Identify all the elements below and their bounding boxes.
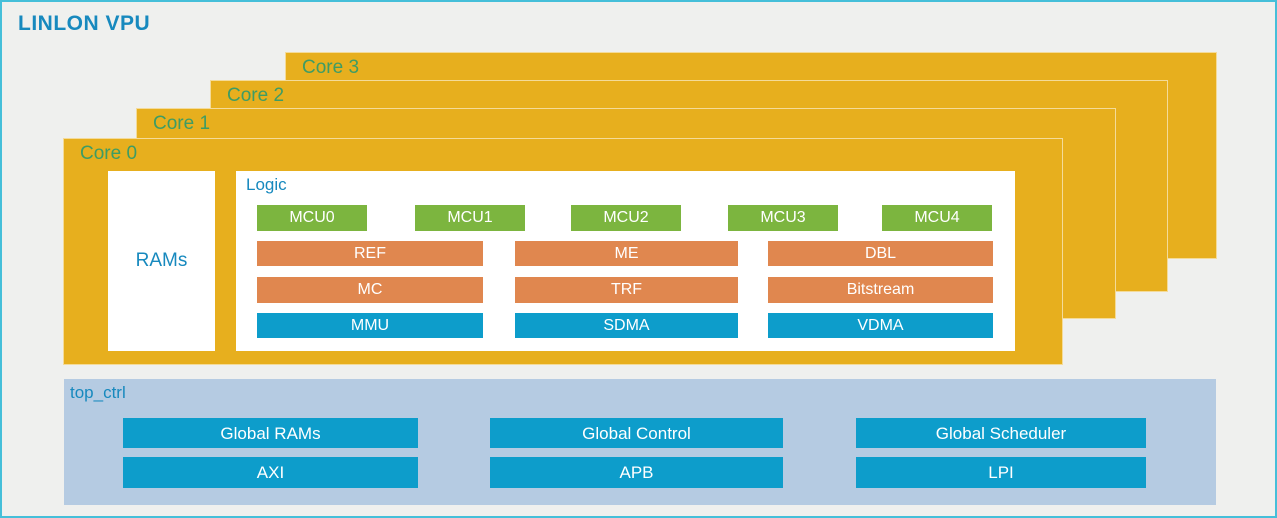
core-1-label: Core 1 xyxy=(153,113,211,134)
block-axi: AXI xyxy=(123,457,418,488)
block-mmu: MMU xyxy=(257,313,483,338)
core-2-label: Core 2 xyxy=(227,85,285,106)
block-mc: MC xyxy=(257,277,483,303)
block-mcu4: MCU4 xyxy=(882,205,992,231)
rams-box: RAMs xyxy=(108,171,215,351)
logic-box: Logic MCU0 MCU1 MCU2 MCU3 MCU4 REF ME DB… xyxy=(236,171,1015,351)
block-mcu2: MCU2 xyxy=(571,205,681,231)
block-ref: REF xyxy=(257,241,483,266)
block-vdma: VDMA xyxy=(768,313,993,338)
block-apb: APB xyxy=(490,457,783,488)
logic-label: Logic xyxy=(246,175,287,194)
block-global-rams: Global RAMs xyxy=(123,418,418,448)
core-0-layer: Core 0 RAMs Logic MCU0 MCU1 MCU2 MCU3 MC… xyxy=(63,138,1063,365)
top-ctrl-box: top_ctrl Global RAMs Global Control Glob… xyxy=(64,379,1216,505)
block-global-control: Global Control xyxy=(490,418,783,448)
block-me: ME xyxy=(515,241,738,266)
block-mcu1: MCU1 xyxy=(415,205,525,231)
core-3-label: Core 3 xyxy=(302,57,360,78)
rams-label: RAMs xyxy=(135,250,188,271)
core-0-label: Core 0 xyxy=(80,143,138,164)
block-trf: TRF xyxy=(515,277,738,303)
page-title: LINLON VPU xyxy=(18,12,151,35)
block-sdma: SDMA xyxy=(515,313,738,338)
block-bitstream: Bitstream xyxy=(768,277,993,303)
block-mcu0: MCU0 xyxy=(257,205,367,231)
block-mcu3: MCU3 xyxy=(728,205,838,231)
block-dbl: DBL xyxy=(768,241,993,266)
block-global-scheduler: Global Scheduler xyxy=(856,418,1146,448)
top-ctrl-label: top_ctrl xyxy=(70,383,126,402)
block-lpi: LPI xyxy=(856,457,1146,488)
